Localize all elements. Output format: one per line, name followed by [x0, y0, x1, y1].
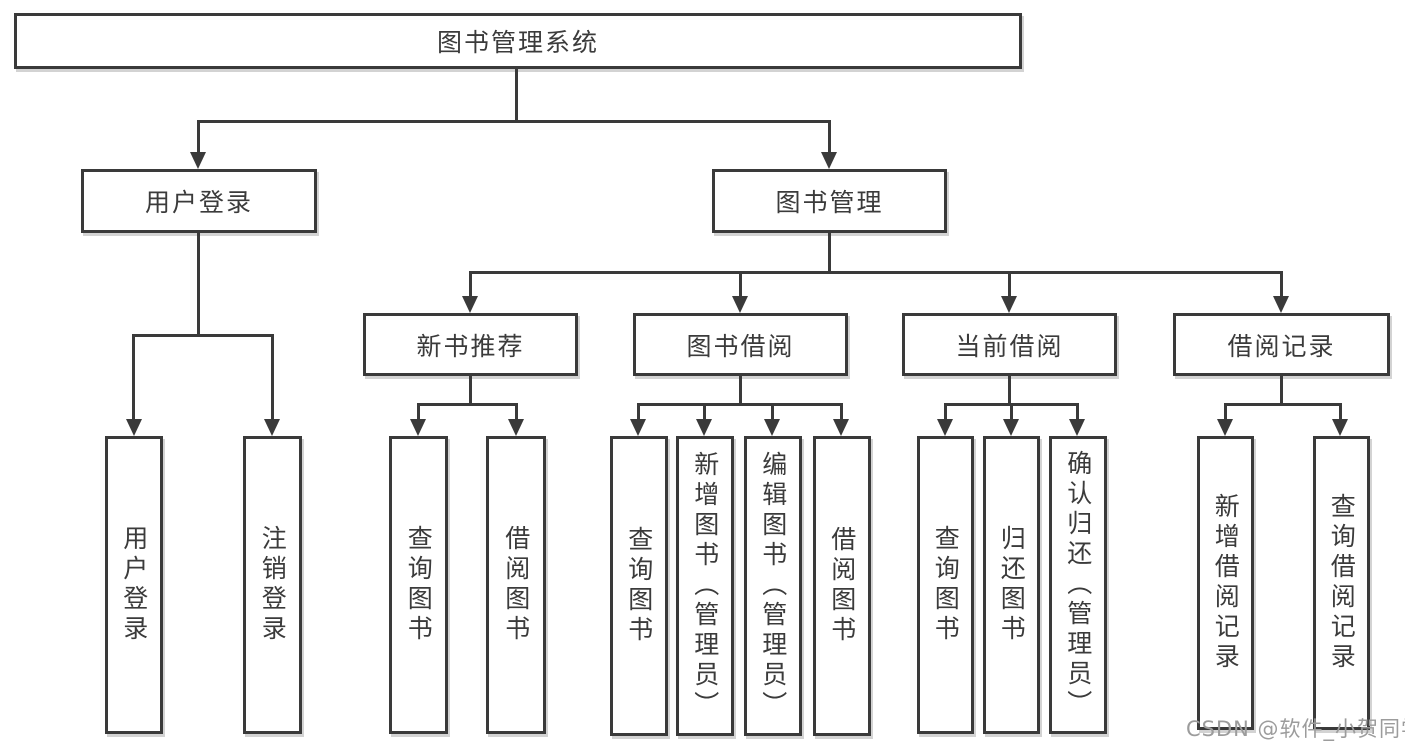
connector-root-split	[197, 120, 831, 123]
leaf-query-books-2: 查询图书	[610, 436, 668, 736]
node-label: 编辑图书（管理员）	[758, 451, 788, 721]
arrowhead-down-icon	[937, 419, 953, 436]
arrowhead-down-icon	[630, 419, 646, 436]
connector-root-stem	[515, 69, 518, 121]
arrowhead-down-icon	[1003, 419, 1019, 436]
connector-to-leaf	[771, 403, 774, 421]
arrowhead-down-icon	[508, 419, 524, 436]
arrowhead-down-icon	[410, 419, 426, 436]
arrowhead-down-icon	[732, 296, 748, 313]
arrowhead-down-icon	[190, 152, 206, 169]
connector-management-stem	[828, 232, 831, 274]
leaf-add-book-admin: 新增图书（管理员）	[676, 436, 734, 736]
connector-split	[637, 403, 843, 406]
arrowhead-down-icon	[821, 152, 837, 169]
node-label: 用户登录	[144, 188, 253, 217]
connector-stem	[469, 375, 472, 406]
node-book-management: 图书管理	[712, 169, 947, 233]
leaf-borrow-books-1: 借阅图书	[486, 436, 546, 734]
node-label: 图书管理	[775, 188, 884, 217]
connector-to-leaf	[1010, 403, 1013, 421]
connector-stem	[1008, 375, 1011, 406]
node-label: 查询图书	[931, 525, 961, 645]
connector-to-book-management	[828, 120, 831, 154]
csdn-watermark: CSDN @软件_小贺同学	[1186, 717, 1405, 741]
leaf-query-borrow-record: 查询借阅记录	[1313, 436, 1370, 730]
arrowhead-down-icon	[764, 419, 780, 436]
node-label: 新增图书（管理员）	[690, 451, 720, 721]
node-book-borrowing: 图书借阅	[633, 313, 848, 376]
arrowhead-down-icon	[696, 419, 712, 436]
connector-to-leaf	[703, 403, 706, 421]
leaf-user-login: 用户登录	[105, 436, 163, 734]
node-label: 查询图书	[624, 526, 654, 646]
leaf-borrow-books-2: 借阅图书	[813, 436, 871, 736]
node-label: 归还图书	[997, 525, 1027, 645]
connector-split	[417, 403, 518, 406]
arrowhead-down-icon	[1001, 296, 1017, 313]
connector-stem	[1280, 375, 1283, 406]
connector-login-split	[132, 334, 274, 337]
connector-stem	[739, 375, 742, 406]
node-label: 查询图书	[404, 525, 434, 645]
connector-to-borrow-record	[1280, 271, 1283, 298]
node-label: 图书管理系统	[436, 28, 599, 57]
leaf-edit-book-admin: 编辑图书（管理员）	[744, 436, 802, 736]
connector-split	[1224, 403, 1342, 406]
node-current-borrowing: 当前借阅	[902, 313, 1117, 376]
leaf-return-book: 归还图书	[983, 436, 1040, 734]
connector-to-leaf	[1339, 403, 1342, 421]
arrowhead-down-icon	[833, 419, 849, 436]
node-user-login: 用户登录	[81, 169, 317, 233]
node-label: 新书推荐	[416, 331, 525, 361]
connector-to-leaf	[271, 334, 274, 420]
node-label: 确认归还（管理员）	[1063, 450, 1093, 720]
connector-to-leaf	[417, 403, 420, 421]
leaf-query-books-1: 查询图书	[389, 436, 448, 734]
arrowhead-down-icon	[1069, 419, 1085, 436]
arrowhead-down-icon	[264, 419, 280, 436]
leaf-query-books-3: 查询图书	[917, 436, 974, 734]
arrowhead-down-icon	[462, 296, 478, 313]
node-label: 新增借阅记录	[1211, 493, 1241, 673]
node-library-system: 图书管理系统	[14, 13, 1022, 69]
connector-to-book-borrow	[739, 271, 742, 298]
arrowhead-down-icon	[1217, 419, 1233, 436]
node-label: 注销登录	[258, 525, 288, 645]
connector-to-leaf	[515, 403, 518, 421]
connector-to-leaf	[944, 403, 947, 421]
node-borrowing-records: 借阅记录	[1173, 313, 1390, 376]
connector-to-current-borrow	[1008, 271, 1011, 298]
connector-to-leaf	[1224, 403, 1227, 421]
node-label: 查询借阅记录	[1327, 493, 1357, 673]
node-label: 图书借阅	[686, 331, 795, 361]
leaf-logout: 注销登录	[243, 436, 302, 734]
node-label: 借阅图书	[501, 525, 531, 645]
node-label: 当前借阅	[955, 331, 1064, 361]
node-label: 借阅图书	[827, 526, 857, 646]
node-label: 用户登录	[119, 525, 149, 645]
connector-to-leaf	[637, 403, 640, 421]
arrowhead-down-icon	[1273, 296, 1289, 313]
connector-to-user-login	[197, 120, 200, 154]
connector-to-leaf	[132, 334, 135, 420]
connector-login-stem	[197, 232, 200, 337]
connector-to-leaf	[1076, 403, 1079, 421]
connector-to-leaf	[840, 403, 843, 421]
arrowhead-down-icon	[1332, 419, 1348, 436]
leaf-add-borrow-record: 新增借阅记录	[1197, 436, 1254, 730]
leaf-confirm-return-admin: 确认归还（管理员）	[1049, 436, 1107, 734]
arrowhead-down-icon	[126, 419, 142, 436]
node-new-book-recommendation: 新书推荐	[363, 313, 578, 376]
connector-management-split	[469, 271, 1283, 274]
connector-to-new-book	[469, 271, 472, 298]
node-label: 借阅记录	[1227, 331, 1336, 361]
